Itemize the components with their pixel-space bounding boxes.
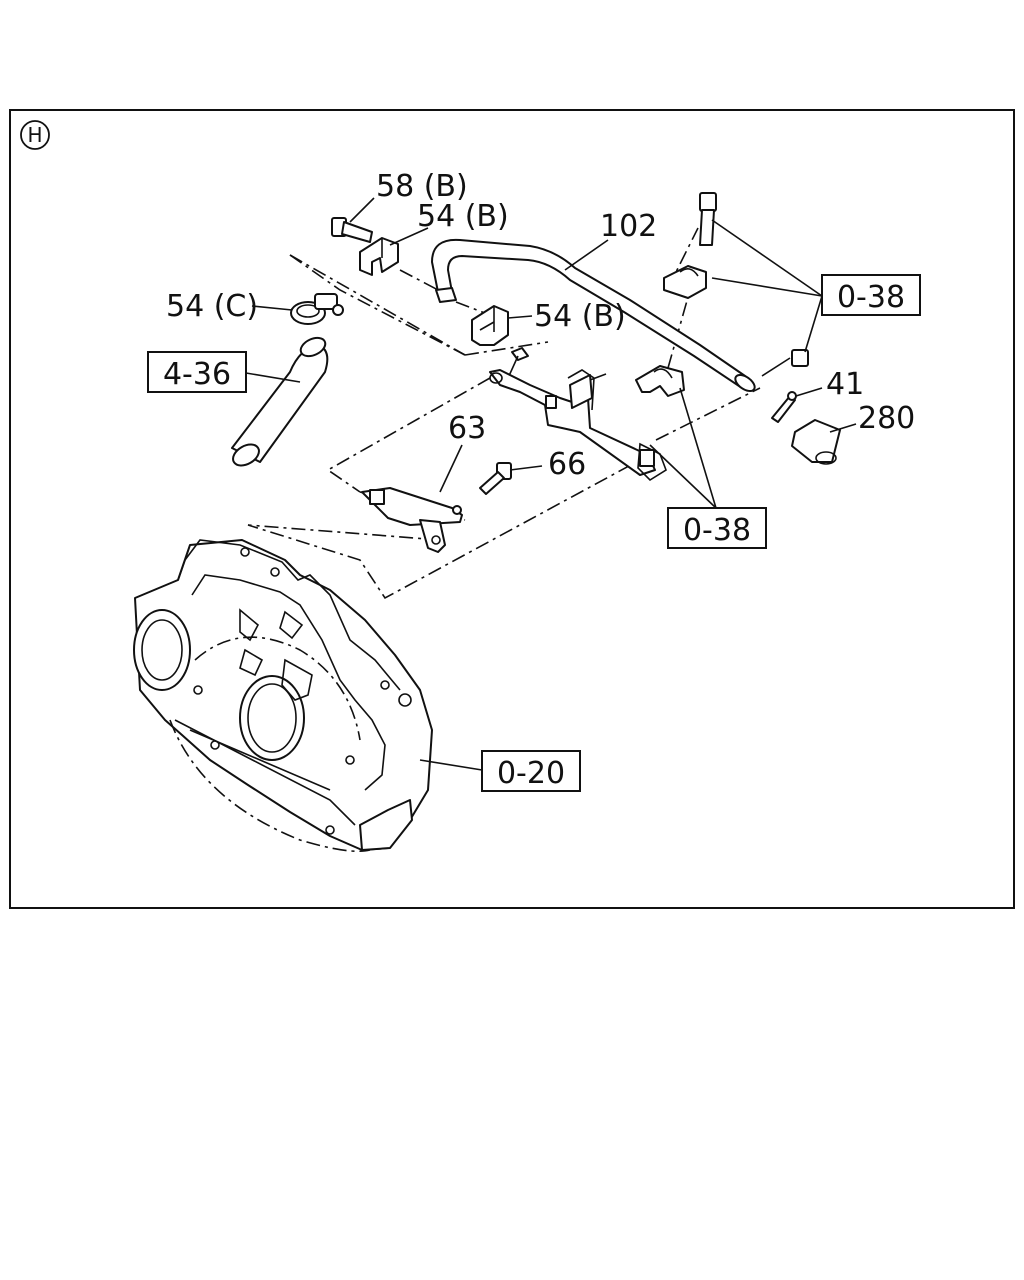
ref-box-4-36[interactable]: 4-36	[147, 351, 247, 393]
clip-54b-top[interactable]	[359, 237, 399, 276]
sleeve-280[interactable]	[791, 419, 841, 465]
diagram-frame	[9, 109, 1015, 909]
hose[interactable]	[229, 334, 329, 470]
label-54c: 54 (C)	[166, 289, 258, 324]
bracket-63[interactable]	[361, 487, 463, 553]
main-bracket[interactable]	[489, 369, 667, 482]
label-54b-top: 54 (B)	[417, 199, 509, 234]
ref-box-0-20[interactable]: 0-20	[481, 750, 581, 792]
pipe-clamp-top[interactable]	[663, 192, 717, 299]
label-102: 102	[600, 209, 657, 244]
ref-label-0-38-bottom: 0-38	[683, 513, 751, 548]
label-58b: 58 (B)	[376, 169, 468, 204]
pipe-clamp-bottom[interactable]	[635, 365, 685, 397]
section-marker: H	[20, 120, 50, 150]
ref-label-0-38-top: 0-38	[837, 280, 905, 315]
label-63: 63	[448, 411, 486, 446]
ref-box-0-38-top[interactable]: 0-38	[821, 274, 921, 316]
pipe-102[interactable]	[431, 238, 757, 394]
section-letter: H	[27, 123, 42, 147]
label-66: 66	[548, 447, 586, 482]
pin-41[interactable]	[771, 391, 797, 423]
clip-54b-mid[interactable]	[471, 305, 509, 346]
stud-bolt[interactable]	[507, 347, 529, 379]
bolt-66[interactable]	[479, 462, 512, 495]
bolt-right[interactable]	[761, 349, 809, 377]
ref-label-4-36: 4-36	[163, 357, 231, 392]
label-280: 280	[858, 401, 915, 436]
hose-clamp-54c[interactable]	[290, 293, 344, 325]
label-41: 41	[826, 367, 864, 402]
label-54b-mid: 54 (B)	[534, 299, 626, 334]
leader-lines	[245, 197, 857, 771]
flywheel-housing[interactable]	[133, 539, 433, 853]
ref-box-0-38-bottom[interactable]: 0-38	[667, 507, 767, 549]
bolt-58b[interactable]	[331, 217, 373, 243]
ref-label-0-20: 0-20	[497, 756, 565, 791]
